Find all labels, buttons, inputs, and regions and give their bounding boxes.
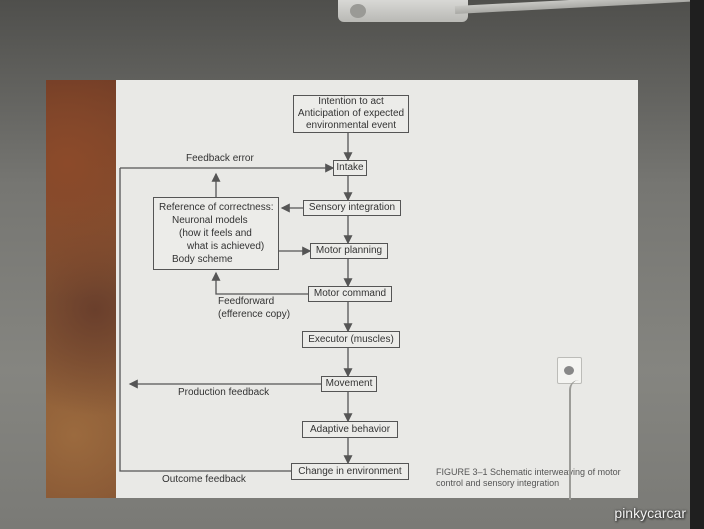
reference-line-1: Reference of correctness:	[159, 202, 274, 213]
arrow-feedforward	[211, 271, 308, 295]
wall-edge	[690, 0, 704, 529]
reference-line-4: what is achieved)	[187, 241, 265, 252]
outlet-socket	[564, 366, 574, 375]
intention-line-2: Anticipation of expected	[297, 108, 405, 119]
projector-lens	[350, 4, 366, 18]
label-outcome-feedback: Outcome feedback	[162, 474, 246, 485]
box-movement: Movement	[321, 376, 377, 392]
label-production-feedback: Production feedback	[178, 387, 270, 398]
label-feedback-error: Feedback error	[186, 153, 254, 164]
label-feedforward: Feedforward	[218, 296, 275, 307]
box-reference-of-correctness: Reference of correctness: Neuronal model…	[153, 197, 279, 270]
box-motor-command: Motor command	[308, 286, 392, 302]
box-adaptive-behavior: Adaptive behavior	[302, 421, 398, 438]
reference-line-3: (how it feels and	[179, 228, 252, 239]
box-sensory-integration: Sensory integration	[303, 200, 401, 216]
wall-outlet	[557, 357, 582, 384]
arrow-outcome-feedback-loop	[119, 168, 291, 472]
intention-line-3: environmental event	[305, 120, 397, 131]
box-intention: Intention to act Anticipation of expecte…	[293, 95, 409, 133]
box-change-in-environment: Change in environment	[291, 463, 409, 480]
reference-line-5: Body scheme	[172, 254, 233, 265]
intention-line-1: Intention to act	[318, 96, 384, 107]
watermark: pinkycarcar	[614, 505, 686, 521]
box-executor: Executor (muscles)	[302, 331, 400, 348]
slide-side-image	[46, 80, 116, 498]
diagram-connectors	[119, 132, 353, 472]
flow-diagram: Intention to act Anticipation of expecte…	[116, 80, 638, 498]
figure-caption: FIGURE 3–1 Schematic interweaving of mot…	[436, 467, 621, 488]
power-cable	[569, 380, 579, 500]
ceiling-projector	[338, 0, 468, 22]
reference-line-2: Neuronal models	[172, 215, 248, 226]
box-motor-planning: Motor planning	[310, 243, 388, 259]
label-efference-copy: (efference copy)	[218, 309, 291, 320]
box-intake: Intake	[333, 160, 367, 176]
